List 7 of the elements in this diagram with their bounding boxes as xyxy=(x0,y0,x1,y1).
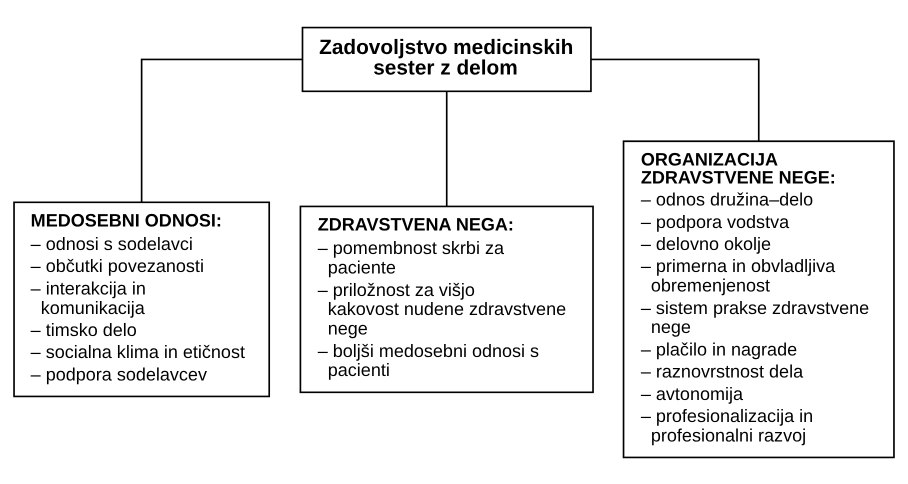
connector xyxy=(591,58,760,140)
node-box: Zadovoljstvo medicinskih sester z delom xyxy=(302,26,592,92)
node-box: ZDRAVSTVENA NEGA: – pomembnost skrbi za paciente – priložnost za višjo kakovost nudene zdravstvene nege – boljši medosebni odnosi s pacienti xyxy=(300,205,594,393)
connector xyxy=(446,91,448,206)
node-box: MEDOSEBNI ODNOSI: – odnosi s sodelavci – občutki povezanosti – interakcija in komunikacija – timsko delo – socialna klima in etičnost – podpora sodelavcev xyxy=(13,200,270,397)
node-box: ORGANIZACIJA ZDRAVSTVENE NEGE: – odnos družina–delo – podpora vodstva – delovno okolje – primerna in obvladljiva obremenjenost – sistem prakse zdravstvene nege – plačilo in nagrade – raznovrstnost dela – avtonomija – profesionalizacija in profesionalni razvoj xyxy=(622,140,895,458)
connector xyxy=(140,58,302,202)
